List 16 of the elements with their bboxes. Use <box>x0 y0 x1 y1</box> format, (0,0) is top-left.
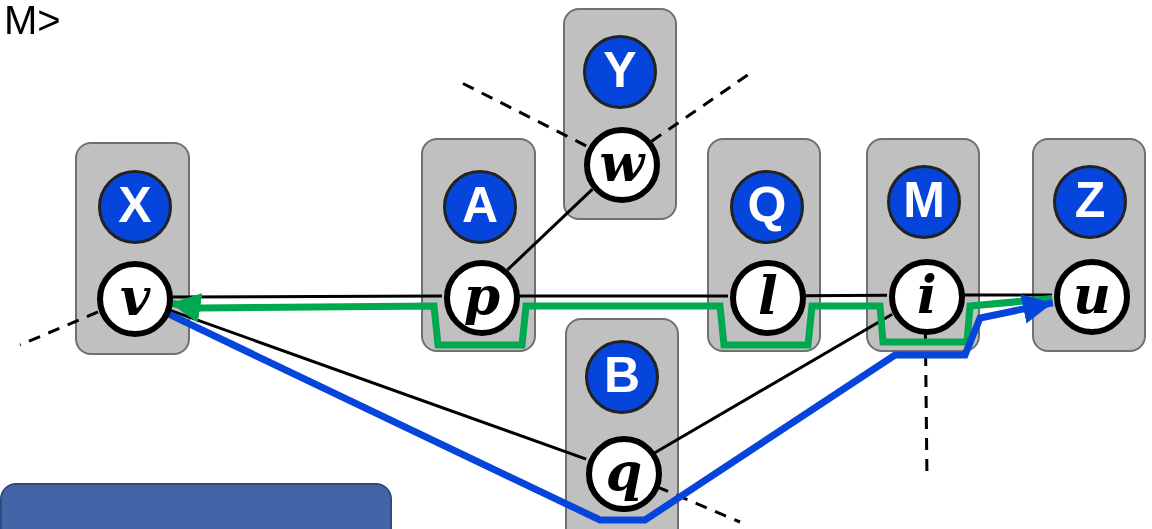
heading-fragment: M> <box>4 0 61 40</box>
node-card <box>707 138 821 352</box>
node-card <box>421 138 536 352</box>
edge-line <box>168 308 587 461</box>
node-card <box>866 138 980 352</box>
edge-line <box>459 80 587 148</box>
edge-line <box>804 293 887 298</box>
edge-line <box>518 294 728 298</box>
edge-line <box>171 294 442 299</box>
node-card <box>565 318 679 529</box>
edge-line <box>963 293 1052 297</box>
edge-line <box>19 310 99 347</box>
node-card <box>75 142 190 355</box>
edge-line <box>506 188 594 271</box>
node-card <box>1032 138 1146 352</box>
node-card <box>563 8 677 220</box>
